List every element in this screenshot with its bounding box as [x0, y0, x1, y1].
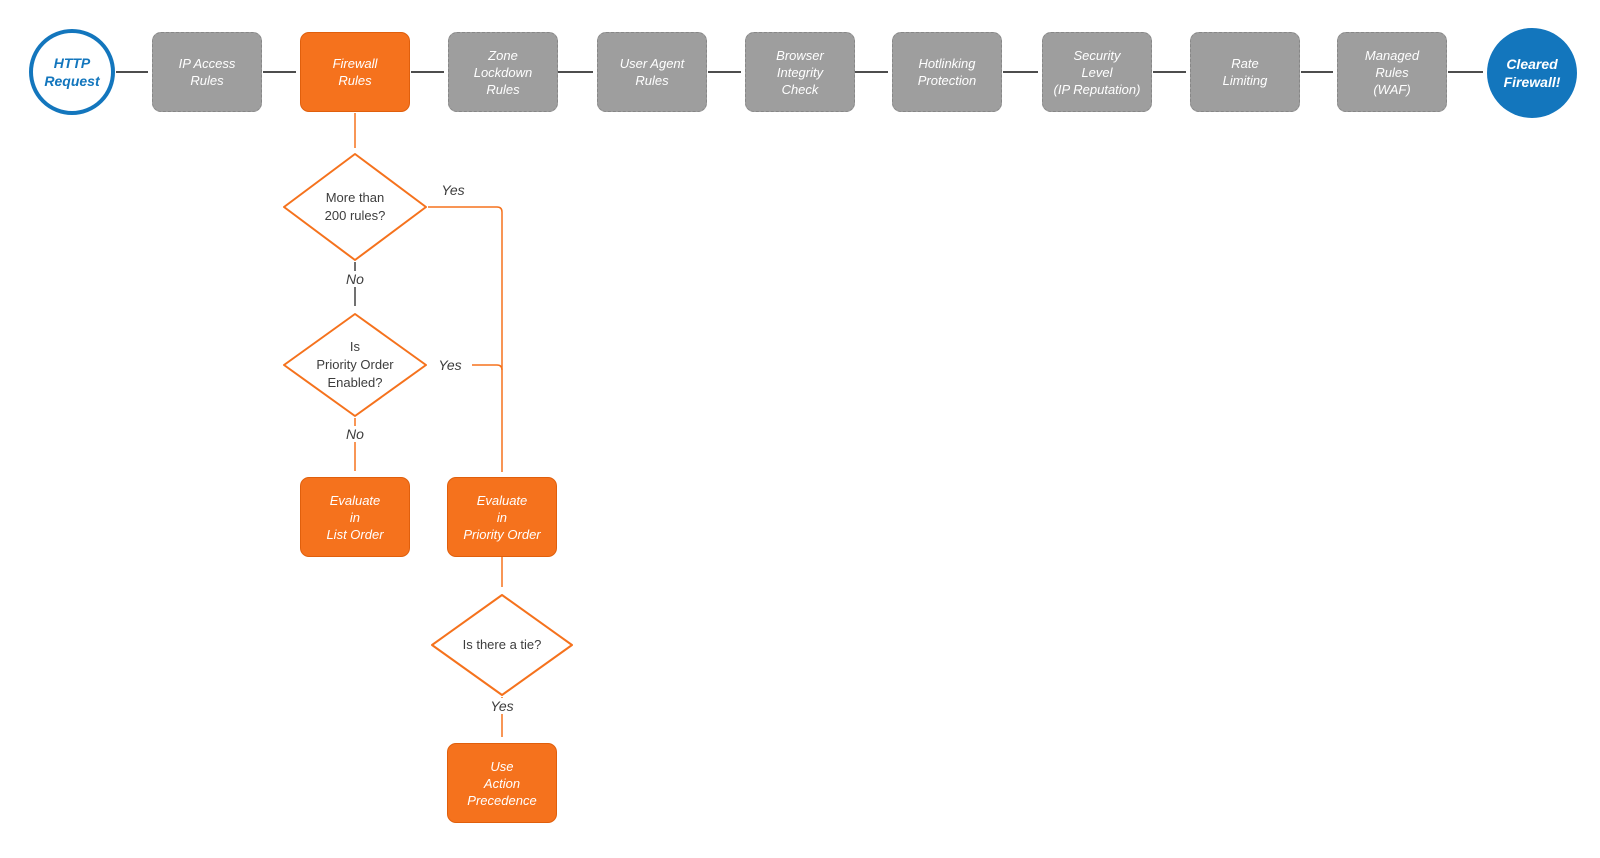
edge-more-rules-yes: [428, 206, 503, 472]
node-label: HTTP Request: [44, 55, 100, 89]
edge-label-priority-yes: Yes: [428, 357, 472, 373]
decision-is-there-a-tie: Is there a tie?: [430, 593, 574, 697]
diamond-shape: [283, 313, 427, 417]
node-label: IP Access Rules: [178, 56, 236, 88]
edge-label-priority-no: No: [333, 426, 377, 442]
node-zone-lockdown-rules: Zone Lockdown Rules: [448, 32, 558, 112]
edge-label-more-rules-no: No: [333, 271, 377, 287]
node-label: Firewall Rules: [332, 56, 378, 88]
node-label: Browser Integrity Check: [776, 47, 824, 97]
node-rate-limiting: Rate Limiting: [1190, 32, 1300, 112]
node-label: Use Action Precedence: [467, 758, 537, 808]
node-managed-rules-waf: Managed Rules (WAF): [1337, 32, 1447, 112]
node-label: Hotlinking Protection: [917, 56, 977, 88]
node-label: Zone Lockdown Rules: [473, 47, 533, 97]
diamond-shape: [283, 153, 427, 261]
node-browser-integrity-check: Browser Integrity Check: [745, 32, 855, 112]
decision-priority-order-enabled: Is Priority Order Enabled?: [282, 312, 428, 418]
node-http-request: HTTP Request: [29, 29, 115, 115]
node-label: Managed Rules (WAF): [1364, 47, 1420, 97]
action-evaluate-priority-order: Evaluate in Priority Order: [447, 477, 557, 557]
node-cleared-firewall: Cleared Firewall!: [1487, 28, 1577, 118]
node-hotlinking-protection: Hotlinking Protection: [892, 32, 1002, 112]
node-label: Evaluate in List Order: [326, 492, 384, 542]
node-label: Evaluate in Priority Order: [463, 492, 541, 542]
edge-label-more-rules-yes: Yes: [441, 182, 465, 198]
node-label: User Agent Rules: [619, 56, 685, 88]
decision-label: Is there a tie?: [462, 637, 542, 652]
node-label: Rate Limiting: [1222, 56, 1268, 88]
node-ip-access-rules: IP Access Rules: [152, 32, 262, 112]
node-firewall-rules: Firewall Rules: [300, 32, 410, 112]
node-label: Security Level (IP Reputation): [1053, 47, 1141, 97]
decision-more-than-200-rules: More than 200 rules?: [282, 152, 428, 262]
node-label: Cleared Firewall!: [1503, 56, 1561, 90]
action-evaluate-list-order: Evaluate in List Order: [300, 477, 410, 557]
action-use-action-precedence: Use Action Precedence: [447, 743, 557, 823]
diamond-shape: [431, 594, 573, 696]
decision-label: More than 200 rules?: [324, 190, 386, 223]
node-security-level: Security Level (IP Reputation): [1042, 32, 1152, 112]
edge-priority-yes: [428, 364, 503, 371]
edge-label-tie-yes: Yes: [480, 698, 524, 714]
node-user-agent-rules: User Agent Rules: [597, 32, 707, 112]
decision-label: Is Priority Order Enabled?: [316, 339, 394, 390]
